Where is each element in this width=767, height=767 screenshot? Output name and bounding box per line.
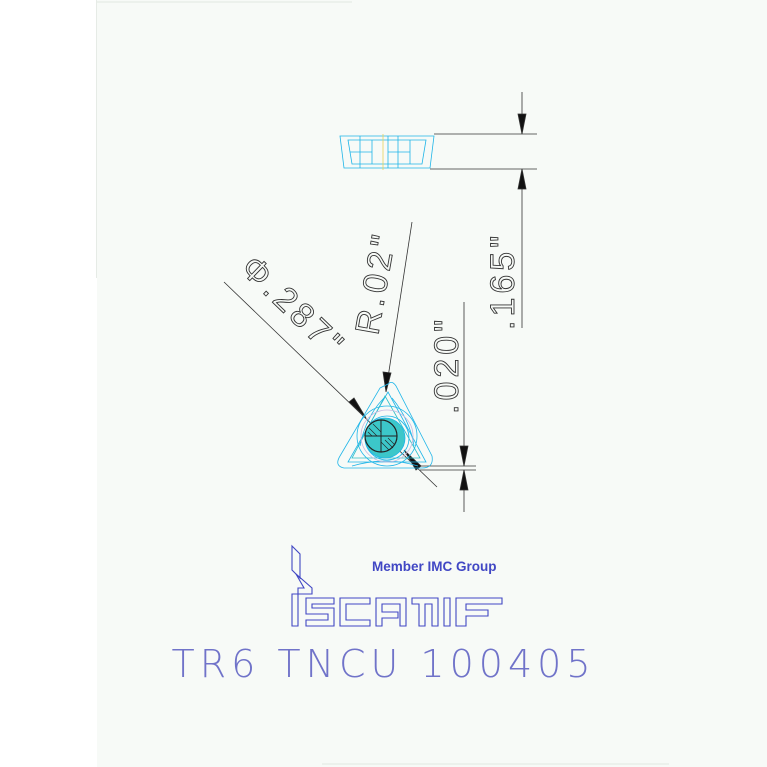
iscar-logo [291,544,503,627]
insert-top-view [337,382,433,469]
part-number-caption: TR6 TNCU 100405 [171,642,596,686]
frame-edge [96,0,97,278]
insert-side-view [339,134,435,170]
dim-height-label: .165" [484,232,522,330]
dimension-offset [420,302,476,512]
member-imc-group: Member IMC Group [372,559,497,574]
dimension-radius [382,221,413,393]
dim-offset-label: .020" [428,316,466,414]
dimension-height [430,92,537,328]
paper [97,0,767,767]
